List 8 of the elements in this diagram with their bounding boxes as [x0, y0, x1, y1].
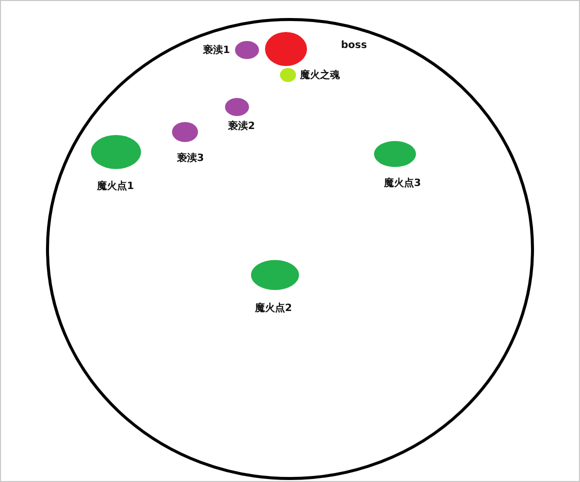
marker-label: 魔火点1 — [97, 181, 134, 193]
marker-label: 亵渎3 — [177, 153, 204, 165]
marker-label: 魔火点2 — [255, 303, 292, 315]
marker-label: 魔火之魂 — [300, 70, 340, 82]
marker-label: 魔火点3 — [384, 178, 421, 190]
marker-label: 亵渎1 — [203, 45, 230, 57]
marker-label: boss — [341, 40, 367, 52]
marker-label: 亵渎2 — [228, 121, 255, 133]
